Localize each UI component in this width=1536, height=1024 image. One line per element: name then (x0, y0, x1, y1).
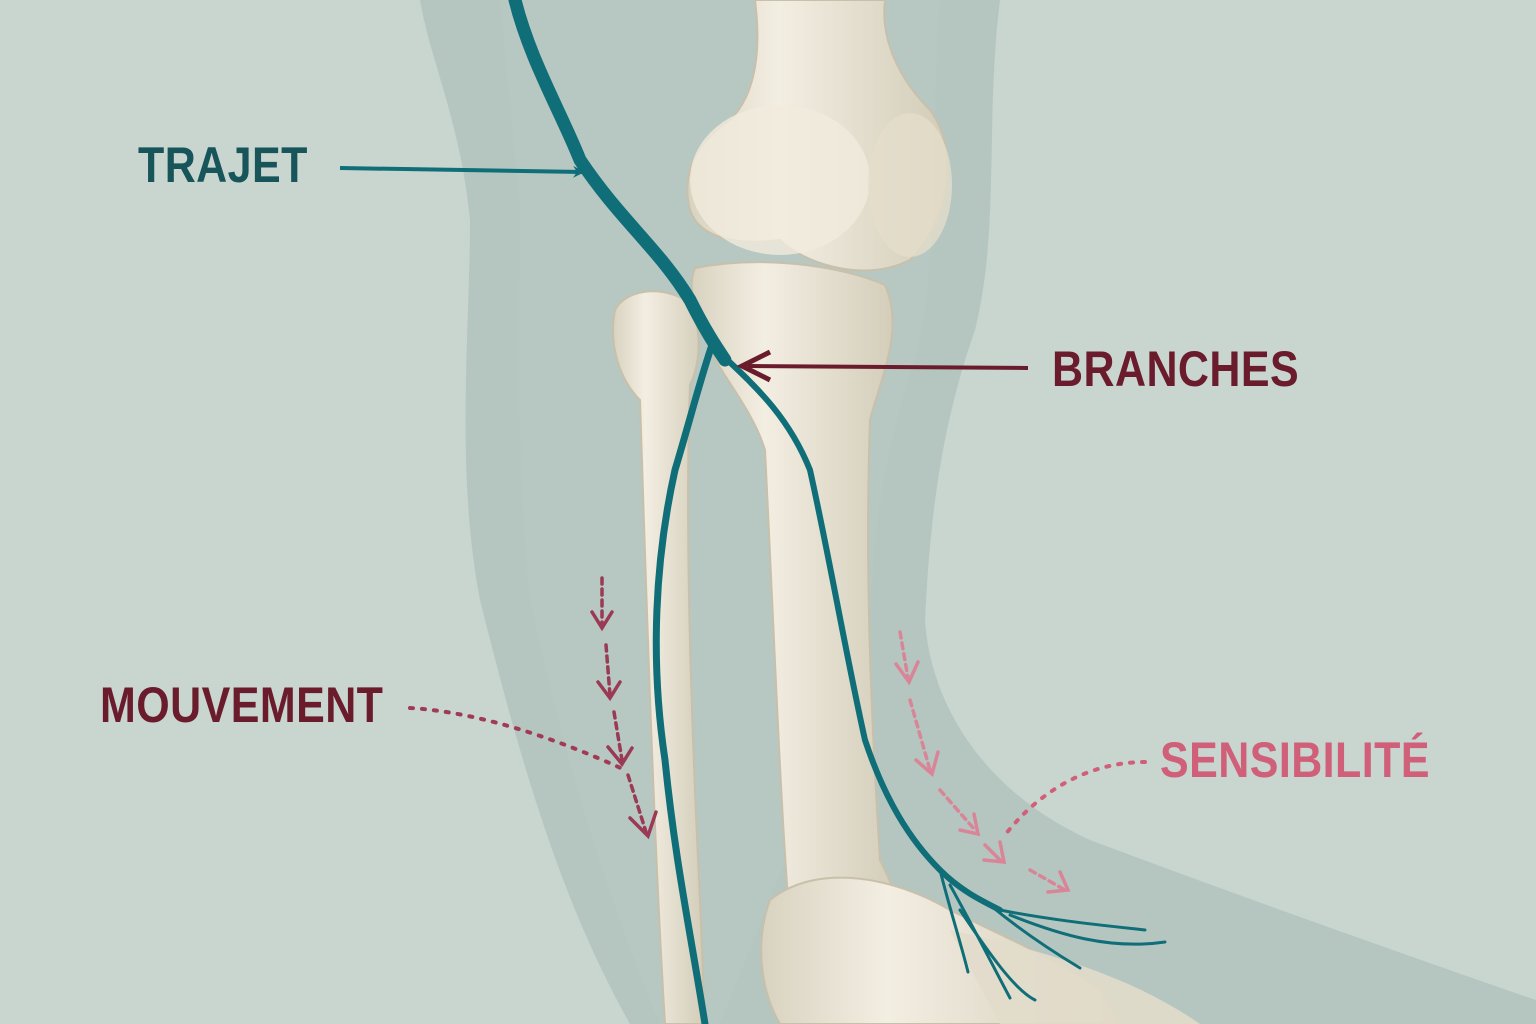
branches-leader (747, 364, 1029, 370)
label-mouvement: MOUVEMENT (100, 677, 384, 733)
sensibilite-leader (1003, 760, 1147, 837)
tibia-bone (690, 261, 1200, 1024)
label-trajet: TRAJET (138, 137, 308, 193)
label-branches: BRANCHES (1052, 341, 1300, 397)
mouvement-leader (408, 706, 627, 772)
nerve-deep-branch (652, 341, 716, 1024)
femur-bone (686, 0, 952, 272)
branches-arrowhead (736, 349, 772, 383)
mouvement-arrows (590, 576, 658, 840)
nerve-trunk (508, 0, 732, 367)
sensibilite-arrows (894, 630, 1071, 894)
trajet-leader (339, 165, 585, 178)
label-sensibilite: SENSIBILITÉ (1160, 732, 1430, 788)
nerve-foot-twigs (938, 868, 1167, 1002)
